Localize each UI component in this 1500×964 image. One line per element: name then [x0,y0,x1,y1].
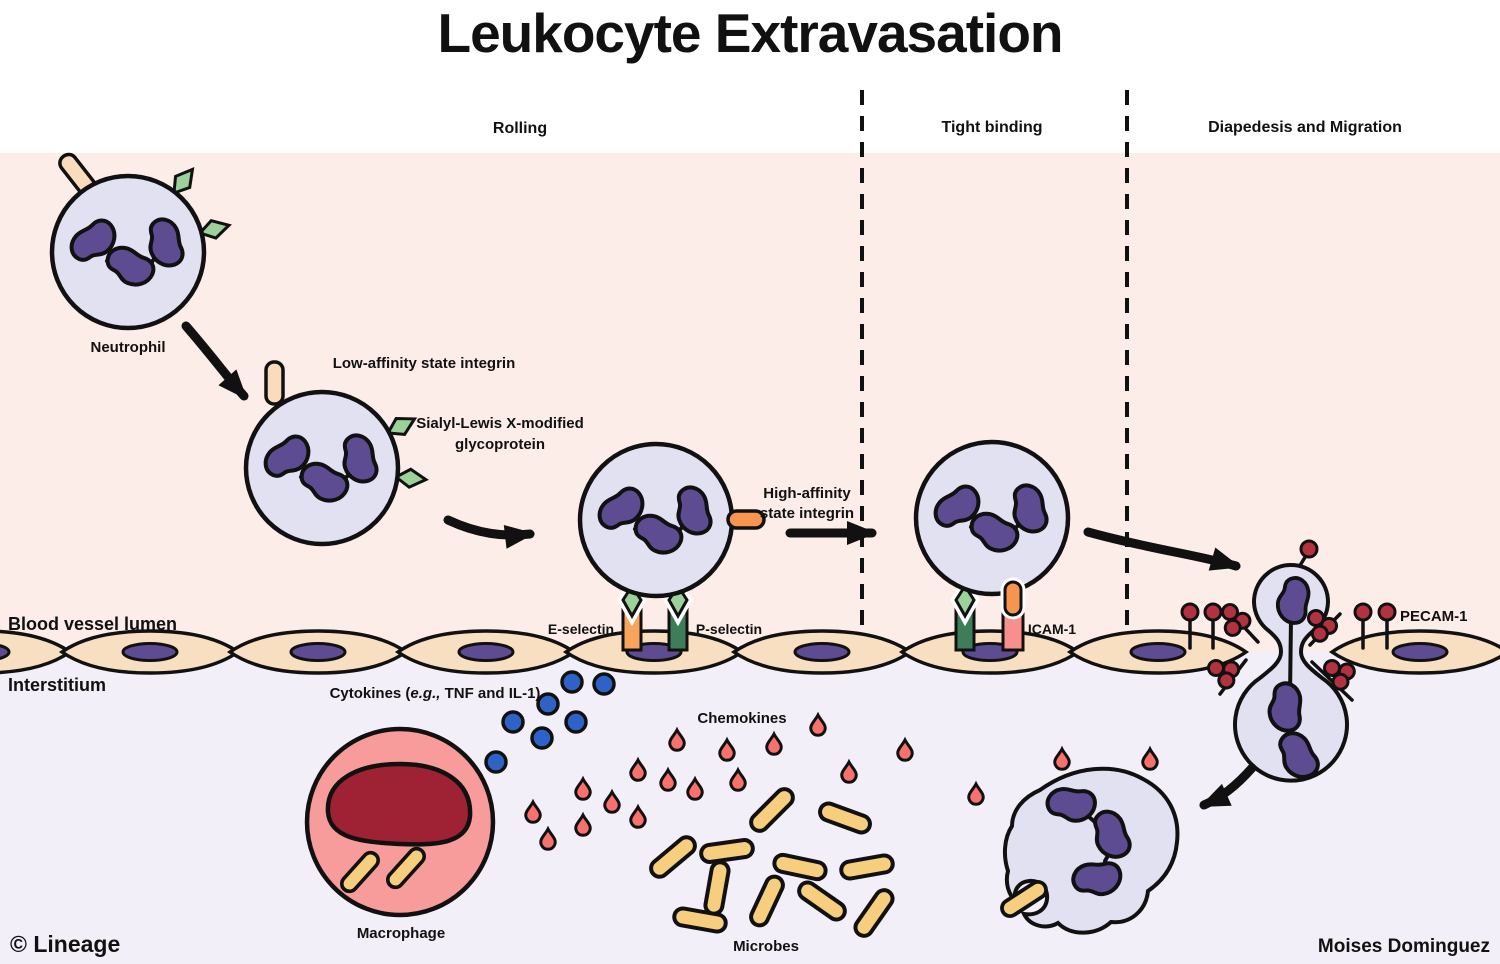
neutrophil-selectin-bound [580,444,732,596]
sialyl-lewis-label-line1: Sialyl-Lewis X-modified [416,415,584,432]
author-text: Moises Dominguez [1318,936,1490,957]
neutrophil-tight-binding [916,442,1068,594]
cytokine-icon [592,672,616,696]
blood-vessel-lumen-label: Blood vessel lumen [8,614,177,634]
phase-label-diapedesis: Diapedesis and Migration [1208,119,1402,136]
interstitium-label: Interstitium [8,675,106,695]
e-selectin-label: E-selectin [548,621,614,637]
cytokine-icon [536,692,560,716]
high-affinity-integrin-icon [726,509,766,530]
macrophage-label: Macrophage [357,925,445,942]
arrow-to-interstitium [1199,763,1257,810]
high-affinity-integrin-icon [1003,580,1023,617]
cytokine-icon [564,710,588,734]
background-top [0,0,1500,153]
neutrophil-label: Neutrophil [91,339,166,356]
arrow-rolling-2 [443,515,535,549]
cytokines-label: Cytokines (e.g., TNF and IL-1) [330,685,541,702]
copyright-text: © Lineage [10,931,120,957]
migrated-neutrophil [996,766,1180,935]
cytokine-icon [530,726,554,750]
sialyl-lewis-label-line2: glycoprotein [455,436,545,453]
chemokines-label: Chemokines [697,710,786,727]
blood-vessel-lumen-region [0,153,1500,652]
high-affinity-label-line2: state integrin [760,505,854,522]
high-affinity-label-line1: High-affinity [763,485,851,502]
cytokine-icon [484,750,508,774]
neutrophil-free [52,176,204,328]
arrow-to-diapedesis [1083,527,1241,571]
neutrophil-rolling [246,392,398,544]
low-affinity-integrin-label: Low-affinity state integrin [333,355,516,372]
arrow-rolling-1 [181,321,249,401]
pecam1-icon [1299,539,1319,559]
icam1-label: ICAM-1 [1028,621,1076,637]
phase-label-rolling: Rolling [493,120,547,137]
microbes-label: Microbes [733,938,799,955]
page-title: Leukocyte Extravasation [437,2,1062,64]
cytokine-icon [560,670,584,694]
p-selectin-label: P-selectin [696,621,762,637]
low-affinity-integrin-icon [264,360,285,406]
pecam1-label: PECAM-1 [1400,608,1468,625]
phase-label-tight-binding: Tight binding [941,119,1042,136]
cytokine-icon [501,710,525,734]
cytokine-field [484,670,616,774]
macrophage-cell [304,726,496,918]
